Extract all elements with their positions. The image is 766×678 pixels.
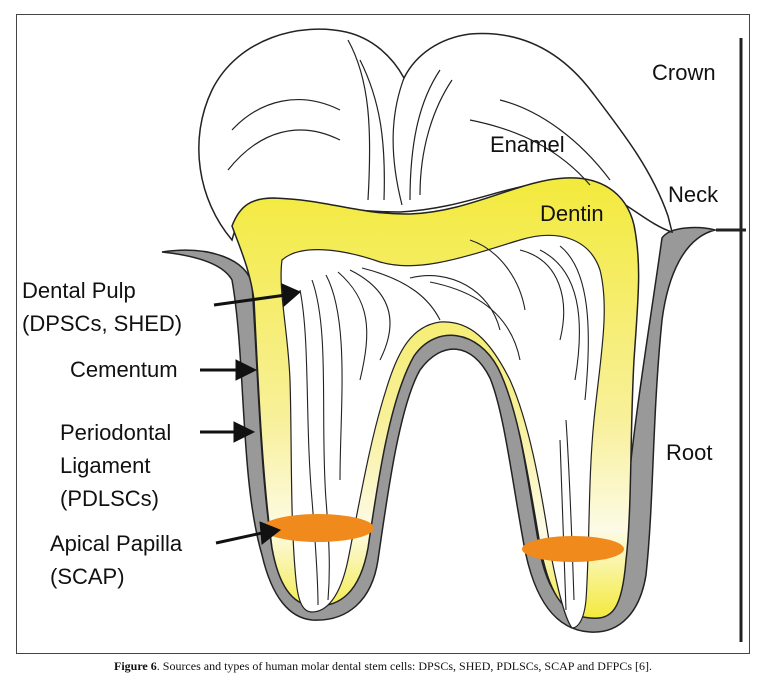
label-neck: Neck [668, 182, 719, 207]
label-dental-pulp-cells: (DPSCs, SHED) [22, 311, 182, 336]
arrows [200, 283, 301, 545]
figure-caption: Figure 6. Sources and types of human mol… [0, 659, 766, 674]
pulp-fibers [299, 239, 589, 611]
label-ligament: Ligament [60, 453, 151, 478]
label-periodontal: Periodontal [60, 420, 171, 445]
apical-papilla-right [522, 536, 624, 562]
enamel-crown [198, 28, 674, 242]
apical-papilla-left [262, 514, 374, 542]
figure-number: Figure 6 [113, 659, 157, 673]
label-crown: Crown [652, 60, 716, 85]
label-dentin: Dentin [540, 201, 604, 226]
label-enamel: Enamel [490, 132, 565, 157]
label-scap: (SCAP) [50, 564, 125, 589]
label-pdlscs: (PDLSCs) [60, 486, 159, 511]
crown-creases [227, 39, 611, 206]
caption-text: . Sources and types of human molar denta… [156, 659, 652, 673]
label-root: Root [666, 440, 712, 465]
pulp-chamber [280, 234, 605, 629]
label-dental-pulp: Dental Pulp [22, 278, 136, 303]
label-cementum: Cementum [70, 357, 178, 382]
tooth-diagram: Crown Neck Root Enamel Dentin Dental Pul… [22, 28, 746, 642]
label-apical-papilla: Apical Papilla [50, 531, 183, 556]
